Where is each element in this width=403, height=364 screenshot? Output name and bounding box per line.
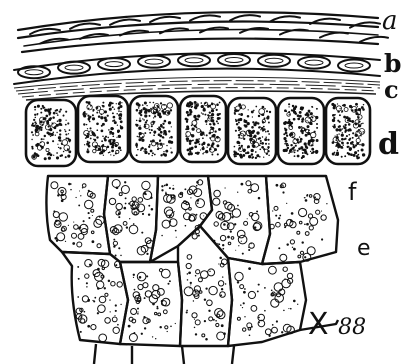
layer-d-dense-cells [26, 96, 370, 166]
label-d: d [378, 130, 399, 160]
oval-cell-lumen [145, 59, 163, 64]
oval-cell-lumen [345, 63, 363, 68]
oval-cell [338, 60, 370, 72]
flattened-cell [150, 17, 180, 22]
label-f: f [348, 180, 356, 204]
oval-cell [258, 55, 290, 67]
layer-a-outer-cells [18, 12, 388, 52]
flattened-cell [360, 37, 388, 42]
oval-cell [98, 58, 130, 70]
cell-granules [51, 180, 328, 342]
oval-cell [218, 54, 250, 66]
dense-cell [326, 98, 370, 164]
oval-cell-lumen [305, 60, 323, 65]
oval-cell-lumen [25, 70, 43, 75]
oval-cell-lumen [225, 58, 243, 63]
layer-f-parenchyma-cells [46, 176, 338, 364]
dense-cell [180, 96, 226, 162]
flattened-cell [230, 15, 260, 20]
oval-cell [138, 56, 170, 68]
dense-cell [78, 96, 128, 162]
oval-cell [178, 54, 210, 66]
oval-cell [298, 57, 330, 69]
oval-cell-lumen [265, 58, 283, 63]
label-e: e [357, 238, 371, 260]
oval-cell-lumen [105, 62, 123, 67]
oval-cell [18, 66, 50, 78]
oval-cell-lumen [185, 58, 203, 63]
label-b: b [384, 51, 401, 76]
flattened-cell [320, 33, 348, 38]
magnification-sign: X [308, 307, 329, 342]
dense-cell [278, 98, 324, 164]
label-c: c [384, 78, 399, 102]
dense-cell [26, 100, 76, 166]
oval-cell [58, 62, 90, 74]
label-a: a [382, 8, 398, 34]
dense-cell [228, 98, 276, 164]
flattened-cell [190, 15, 220, 20]
oval-cell-lumen [65, 65, 83, 70]
dense-cell [130, 96, 178, 162]
magnification-label: X 88 [308, 310, 366, 340]
magnification-value: 88 [338, 315, 366, 340]
